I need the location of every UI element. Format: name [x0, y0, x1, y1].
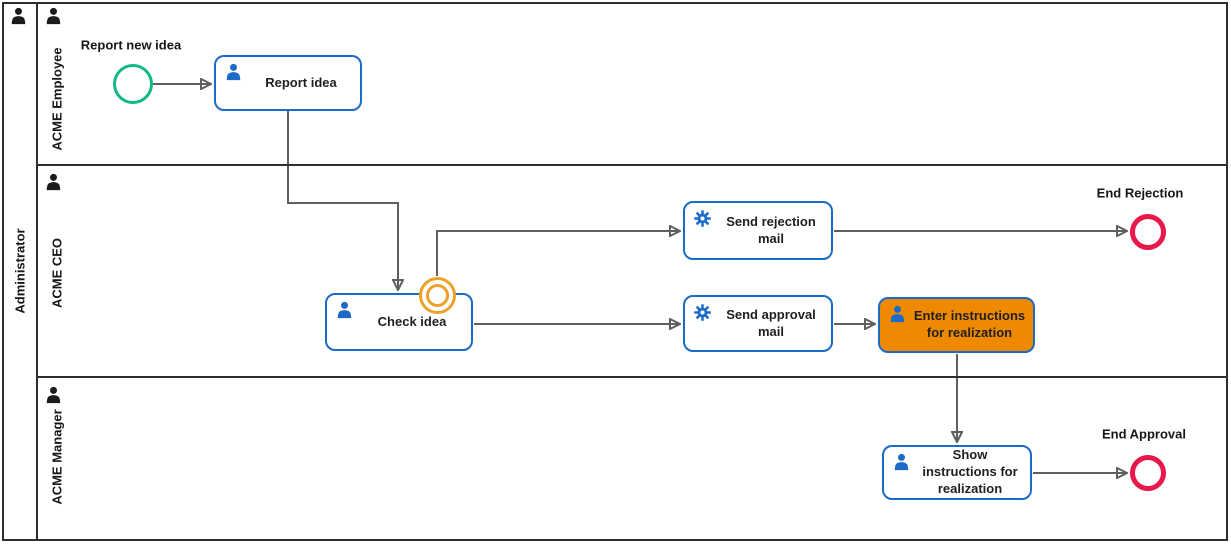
end-event-approval[interactable]	[1130, 455, 1166, 491]
task-send-approval-mail[interactable]: Send approval mail	[683, 295, 833, 352]
flow-report-idea-to-check-idea[interactable]	[287, 111, 398, 289]
pool-label: Administrator	[12, 228, 28, 314]
user-icon	[224, 63, 243, 82]
task-enter-instructions[interactable]: Enter instructions for realization	[878, 297, 1035, 353]
task-show-instructions[interactable]: Show instructions for realization	[882, 445, 1032, 500]
lane-ceo-person-icon	[44, 173, 63, 192]
start-event-label: Report new idea	[80, 37, 182, 53]
task-send-rejection-mail[interactable]: Send rejection mail	[683, 201, 833, 260]
start-event[interactable]	[113, 64, 153, 104]
pool-header-divider	[36, 2, 38, 541]
lane-manager-person-icon	[44, 386, 63, 405]
task-report-idea[interactable]: Report idea	[214, 55, 362, 111]
gear-icon	[693, 209, 712, 228]
lane-employee-person-icon	[44, 7, 63, 26]
task-label: Send approval mail	[726, 306, 816, 339]
end-approval-label: End Approval	[1101, 426, 1187, 442]
lane-label-employee[interactable]: ACME Employee	[49, 47, 65, 151]
task-label: Show instructions for realization	[922, 447, 1018, 496]
flow-boundary-to-send-rejection[interactable]	[436, 231, 679, 276]
boundary-inner-ring	[426, 284, 449, 307]
task-label: Check idea	[377, 313, 447, 329]
task-label: Enter instructions for realization	[913, 308, 1026, 340]
user-icon	[888, 305, 907, 324]
lane-divider-2	[38, 376, 1228, 378]
user-icon	[335, 301, 354, 320]
lane-label-manager[interactable]: ACME Manager	[49, 409, 65, 505]
user-icon	[892, 453, 911, 472]
end-event-rejection[interactable]	[1130, 214, 1166, 250]
task-label: Send rejection mail	[726, 213, 816, 246]
end-rejection-label: End Rejection	[1096, 185, 1184, 201]
task-label: Report idea	[265, 74, 337, 90]
boundary-intermediate-event[interactable]	[419, 277, 456, 314]
pool-person-icon	[9, 7, 28, 26]
lane-divider-1	[38, 164, 1228, 166]
gear-icon	[693, 303, 712, 322]
lane-label-ceo[interactable]: ACME CEO	[49, 237, 65, 309]
